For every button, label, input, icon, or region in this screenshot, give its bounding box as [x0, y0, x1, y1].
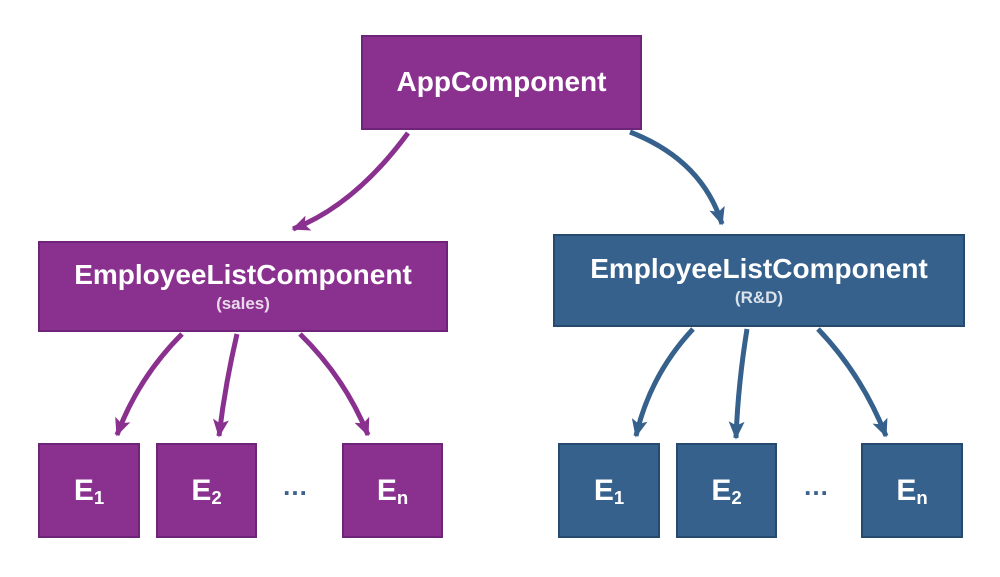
connector-rnd-to-e2 — [728, 328, 750, 440]
child-node-rnd-e2-label: E2 — [711, 473, 742, 508]
child-node-rnd-e1-label: E1 — [593, 473, 625, 508]
employee-list-sales-label: EmployeeListComponent — [74, 259, 412, 291]
child-node-rnd-e1: E1 — [558, 443, 660, 538]
child-node-sales-e1: E1 — [38, 443, 140, 538]
connector-app-to-rnd — [629, 129, 725, 226]
child-node-rnd-en-label: En — [896, 473, 928, 508]
connector-rnd-to-en — [816, 327, 889, 438]
child-node-sales-e2: E2 — [156, 443, 257, 538]
app-component-label: AppComponent — [396, 66, 607, 98]
employee-list-sales-sublabel: (sales) — [216, 293, 270, 313]
connector-sales-to-e2 — [212, 333, 240, 438]
ellipsis-rnd: … — [803, 470, 831, 501]
ellipsis-sales: … — [282, 470, 310, 501]
connector-sales-to-en — [298, 332, 371, 437]
child-node-sales-en-label: En — [376, 473, 409, 508]
connector-app-to-sales — [291, 131, 411, 232]
employee-list-rnd-node: EmployeeListComponent (R&D) — [553, 234, 965, 327]
child-node-sales-e2-label: E2 — [191, 473, 222, 508]
child-node-sales-en: En — [342, 443, 443, 538]
employee-list-rnd-sublabel: (R&D) — [734, 287, 784, 307]
app-component-node: AppComponent — [361, 35, 642, 130]
connector-rnd-to-e1 — [631, 327, 695, 438]
employee-list-sales-node: EmployeeListComponent (sales) — [38, 241, 448, 332]
employee-list-rnd-label: EmployeeListComponent — [590, 253, 928, 285]
child-node-sales-e1-label: E1 — [73, 473, 105, 508]
child-node-rnd-e2: E2 — [676, 443, 777, 538]
child-node-rnd-en: En — [861, 443, 963, 538]
connector-sales-to-e1 — [114, 332, 184, 437]
